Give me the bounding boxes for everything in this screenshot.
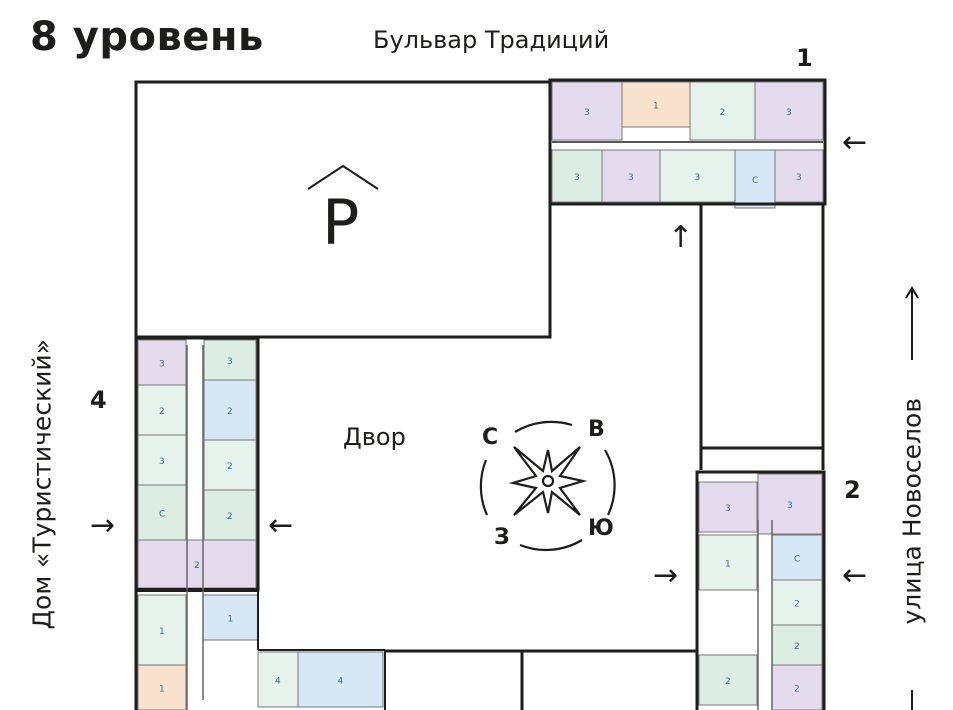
apartment-unit[interactable] [698,534,758,591]
apartment-unit[interactable] [203,339,257,381]
unit-type-label: 3 [159,360,165,370]
unit-type-label: 2 [720,108,726,118]
entrance-arrow-icon: → [90,508,116,543]
apartment-unit[interactable] [202,594,259,641]
unit-type-label: 2 [227,462,233,472]
compass-rose [479,420,616,552]
compass-north: С [482,425,499,450]
apartment-unit[interactable] [734,149,776,209]
unit-type-label: 2 [794,600,800,610]
unit-type-label: 1 [159,627,165,637]
entrance-arrow-icon: ← [842,558,868,593]
apartment-unit[interactable] [137,484,187,541]
unit-type-label: 4 [275,677,281,687]
unit-type-label: С [794,555,800,565]
apartment-unit[interactable] [203,379,257,441]
apartment-unit[interactable] [757,473,823,535]
unit-type-label: 3 [628,173,634,183]
section-2-number: 2 [844,476,861,504]
entrance-arrow-icon: ← [268,508,294,543]
apartment-unit[interactable] [774,149,824,203]
apartment-unit[interactable] [698,654,758,706]
section-2-outline [695,470,826,710]
entrance-arrow-icon: ← [842,125,868,160]
unit-type-label: 3 [725,504,731,514]
unit-type-label: 4 [338,677,344,687]
unit-type-label: 3 [796,173,802,183]
unit-type-label: С [752,176,758,186]
yard-label: Двор [343,423,406,451]
unit-type-label: 1 [159,685,165,695]
unit-type-label: 2 [194,561,200,571]
walls [134,78,919,710]
section-1-outline [548,78,827,206]
apartment-unit[interactable] [771,579,823,626]
apartment-unit[interactable] [601,149,661,203]
unit-type-label: 1 [228,615,234,625]
apartment-unit[interactable] [203,489,257,541]
section-4-number: 4 [90,386,107,414]
unit-type-label: 3 [227,357,233,367]
unit-type-label: 3 [695,173,701,183]
section-1-number: 1 [796,44,813,72]
unit-type-label: 2 [725,677,731,687]
compass-south: Ю [588,516,614,541]
compass-west: З [494,525,510,550]
neighbor-building-label: Дом «Туристический» [27,339,57,630]
apartment-unit[interactable] [659,149,736,203]
street-label-top: Бульвар Традиций [373,26,610,54]
unit-type-label: 3 [574,173,580,183]
street-label-right: улица Новоселов [897,397,927,625]
unit-type-label: С [159,510,165,520]
entrance-arrow-icon: ↑ [668,220,694,255]
parking-roof-icon [307,164,379,190]
apartment-unit[interactable] [754,81,824,141]
apartment-unit[interactable] [621,81,691,128]
unit-type-label: 2 [227,407,233,417]
unit-type-label: 1 [653,102,659,112]
apartment-unit[interactable] [257,651,299,708]
unit-type-label: 2 [227,512,233,522]
compass-east: В [588,417,605,442]
apartment-unit[interactable] [137,339,187,386]
unit-type-label: 2 [159,407,165,417]
unit-type-label: 3 [787,501,793,511]
apartment-unit[interactable] [297,651,384,708]
unit-type-label: 2 [794,685,800,695]
unit-type-label: 2 [794,642,800,652]
apartment-unit[interactable] [137,384,187,436]
parking-label: P [322,186,360,259]
apartment-unit[interactable] [137,664,187,710]
entrance-arrow-icon: → [653,558,679,593]
apartment-unit[interactable] [698,481,758,533]
apartment-unit[interactable] [137,594,187,666]
apartment-unit[interactable] [689,81,756,141]
unit-type-label: 3 [786,108,792,118]
unit-type-label: 3 [584,108,590,118]
unit-type-label: 1 [725,560,731,570]
apartment-unit[interactable] [551,149,603,203]
parking-outline [134,80,552,339]
apartment-unit[interactable] [203,439,257,491]
unit-type-label: 3 [159,457,165,467]
compass-star-icon [508,446,588,516]
apartment-unit[interactable] [551,81,623,141]
page-title: 8 уровень [30,14,264,60]
apartment-unit[interactable] [137,539,257,589]
apartment-unit[interactable] [771,534,823,581]
